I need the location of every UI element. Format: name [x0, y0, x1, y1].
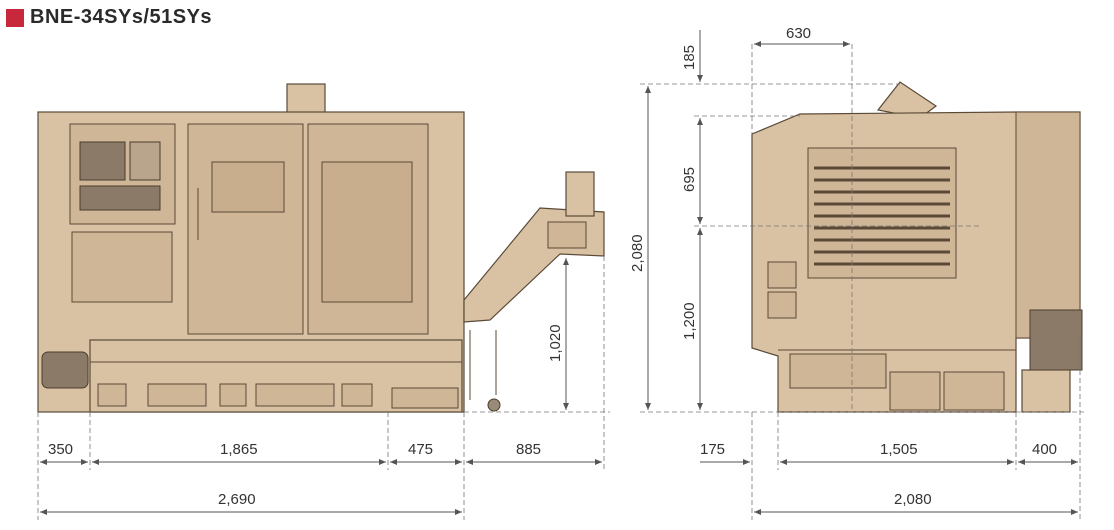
side-view-dimensions: 630 2,080 185 695 1,200 175 1,505 400 2,…	[629, 25, 1084, 520]
side-dim-695: 695	[681, 167, 698, 192]
title-marker-icon	[6, 8, 24, 27]
front-dim-350: 350	[48, 441, 73, 458]
front-view-dimensions: 350 1,865 475 885 2,690 1,020	[37, 256, 610, 520]
front-dim-475: 475	[408, 441, 433, 458]
side-dim-185: 185	[681, 45, 698, 70]
side-dim-1200: 1,200	[681, 302, 698, 340]
front-view-machine	[37, 83, 605, 413]
side-view-machine	[694, 44, 1083, 413]
page-title: BNE-34SYs/51SYs	[30, 6, 213, 28]
side-dim-175: 175	[700, 441, 725, 458]
front-dim-1865: 1,865	[220, 441, 258, 458]
side-overall-height: 2,080	[629, 234, 646, 272]
front-overall-width: 2,690	[218, 491, 256, 508]
side-dim-1505: 1,505	[880, 441, 918, 458]
title-bar: BNE-34SYs/51SYs	[6, 6, 212, 29]
vent-grille	[814, 166, 950, 266]
front-dim-885: 885	[516, 441, 541, 458]
side-overall-width: 2,080	[894, 491, 932, 508]
side-dim-630: 630	[786, 25, 811, 42]
side-dim-400: 400	[1032, 441, 1057, 458]
conveyor-height: 1,020	[547, 324, 564, 362]
